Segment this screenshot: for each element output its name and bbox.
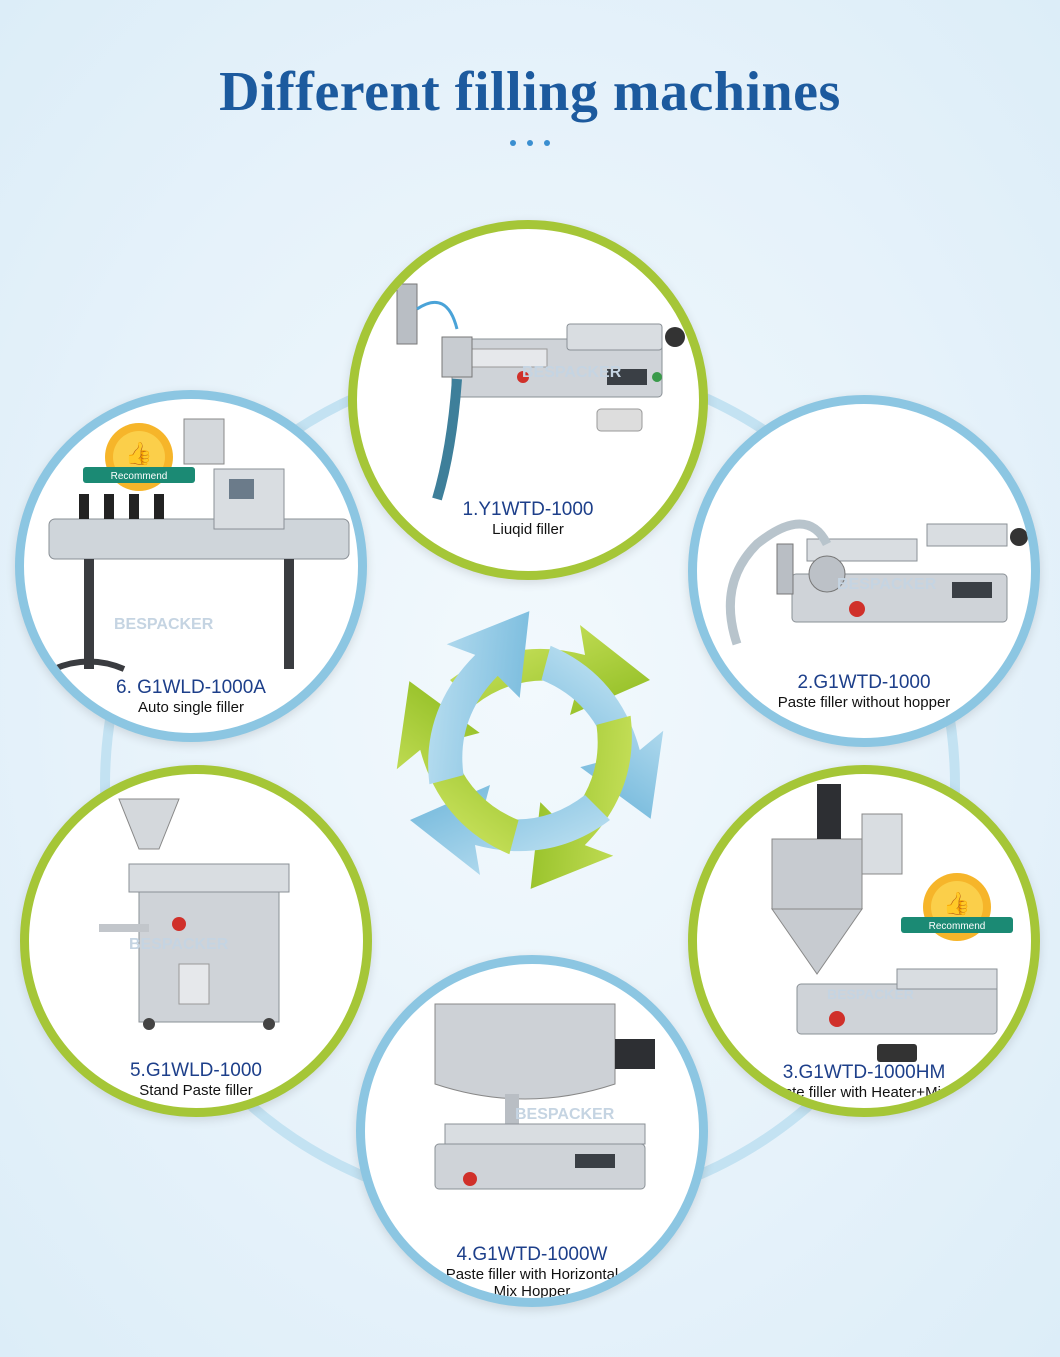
machine-3-model: 3.G1WTD-1000HM — [782, 1062, 946, 1083]
watermark-text: BESPACKER — [827, 986, 914, 1002]
machine-6-desc: Auto single filler — [138, 699, 244, 716]
page-title: Different filling machines — [219, 61, 841, 123]
horizontal-mix-hopper-filler-icon: BESPACKER — [434, 1003, 655, 1190]
watermark-text: BESPACKER — [515, 1106, 615, 1123]
machine-1-desc: Liuqid filler — [492, 521, 564, 538]
liquid-filler-machine-icon: BESPACKER — [396, 283, 685, 501]
machine-3-desc: Paste filler with Heater+Mixer — [766, 1084, 962, 1101]
title-divider-dots — [510, 140, 550, 148]
recommend-badge-icon: 👍 Recommend — [901, 873, 1013, 941]
machine-5-desc: Stand Paste filler — [139, 1082, 253, 1099]
machine-card-1[interactable]: BESPACKER 1.Y1WTD-1000 Liuqid filler — [348, 220, 708, 580]
machine-6-model: 6. G1WLD-1000A — [116, 677, 266, 698]
machine-4-desc-line2: Mix Hopper — [493, 1283, 571, 1300]
recommend-label: Recommend — [111, 471, 168, 482]
machine-4-model: 4.G1WTD-1000W — [456, 1244, 608, 1265]
auto-single-filler-icon: BESPACKER — [48, 418, 350, 672]
machine-card-3[interactable]: BESPACKER 👍 Recommend 3.G1WTD-1000HM Pas… — [688, 765, 1040, 1117]
machine-5-model: 5.G1WLD-1000 — [129, 1060, 262, 1081]
recommend-label: Recommend — [929, 921, 986, 932]
svg-text:👍: 👍 — [125, 441, 152, 467]
cycle-arrows-icon — [396, 611, 664, 889]
machine-4-desc-line1: Paste filler with Horizontal — [445, 1266, 619, 1283]
paste-filler-no-hopper-icon: BESPACKER — [725, 519, 1028, 646]
machine-card-5[interactable]: BESPACKER 5.G1WLD-1000 Stand Paste fille… — [20, 765, 372, 1117]
stand-paste-filler-icon: BESPACKER — [99, 798, 290, 1030]
machine-1-model: 1.Y1WTD-1000 — [462, 499, 594, 520]
watermark-text: BESPACKER — [837, 576, 937, 593]
watermark-text: BESPACKER — [114, 616, 214, 633]
watermark-text: BESPACKER — [129, 936, 229, 953]
svg-text:👍: 👍 — [943, 891, 970, 917]
machine-card-2[interactable]: BESPACKER 2.G1WTD-1000 Paste filler with… — [688, 395, 1040, 747]
machine-2-desc: Paste filler without hopper — [777, 694, 951, 711]
machine-card-4[interactable]: BESPACKER 4.G1WTD-1000W Paste filler wit… — [356, 955, 708, 1307]
recommend-badge-icon: 👍 Recommend — [83, 423, 195, 491]
heater-mixer-paste-filler-icon: BESPACKER — [771, 784, 998, 1062]
machine-2-model: 2.G1WTD-1000 — [797, 672, 931, 693]
machine-card-6[interactable]: BESPACKER 👍 Recommend 6. G1WLD-1000A Aut… — [15, 390, 367, 742]
watermark-text: BESPACKER — [522, 364, 622, 381]
